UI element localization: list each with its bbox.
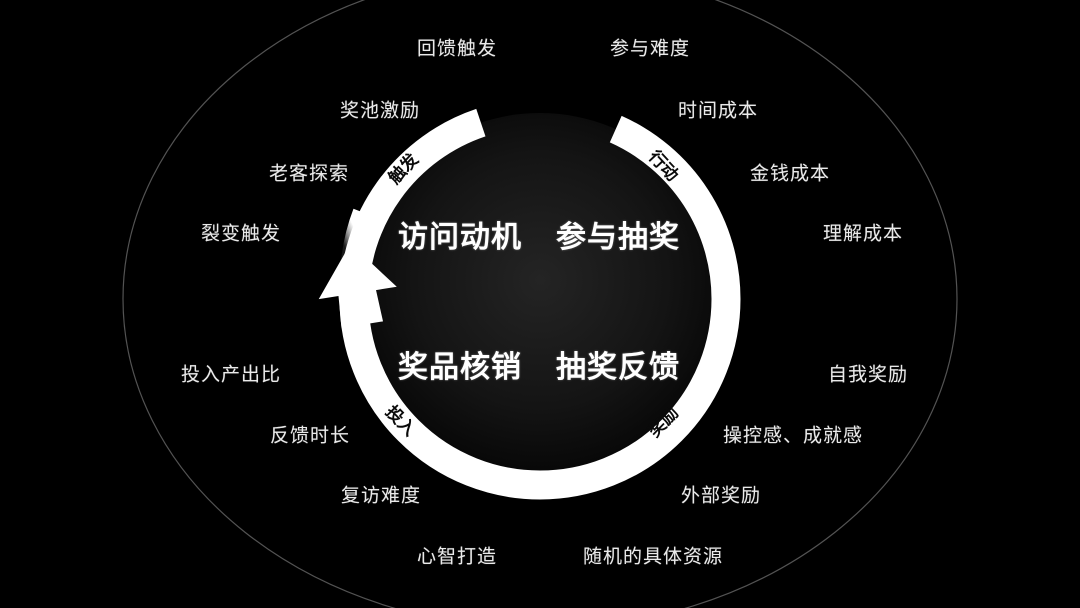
label-br-1: 自我奖励 <box>828 364 909 386</box>
label-tr-1: 参与难度 <box>610 38 691 60</box>
label-tr-3: 金钱成本 <box>750 163 831 185</box>
label-bl-1: 投入产出比 <box>180 364 281 386</box>
core-label-lottery-feedback: 抽奖反馈 <box>556 351 680 384</box>
label-bl-3: 复访难度 <box>340 485 421 507</box>
label-tl-1: 回馈触发 <box>416 38 497 60</box>
label-br-3: 外部奖励 <box>681 485 762 507</box>
cycle-arrow-icon <box>318 243 397 328</box>
core-label-join-lottery: 参与抽奖 <box>556 221 680 254</box>
label-tl-2: 奖池激励 <box>339 100 420 122</box>
core-label-visit-motivation: 访问动机 <box>398 221 522 254</box>
label-br-2: 操控感、成就感 <box>723 425 864 447</box>
label-tr-4: 理解成本 <box>823 223 904 245</box>
label-bl-4: 心智打造 <box>416 546 497 568</box>
label-tl-3: 老客探索 <box>268 163 349 185</box>
label-br-4: 随机的具体资源 <box>583 546 724 568</box>
label-bl-2: 反馈时长 <box>269 425 350 447</box>
label-tr-2: 时间成本 <box>678 100 759 122</box>
core-label-prize-redemption: 奖品核销 <box>398 351 522 384</box>
label-tl-4: 裂变触发 <box>200 223 281 245</box>
